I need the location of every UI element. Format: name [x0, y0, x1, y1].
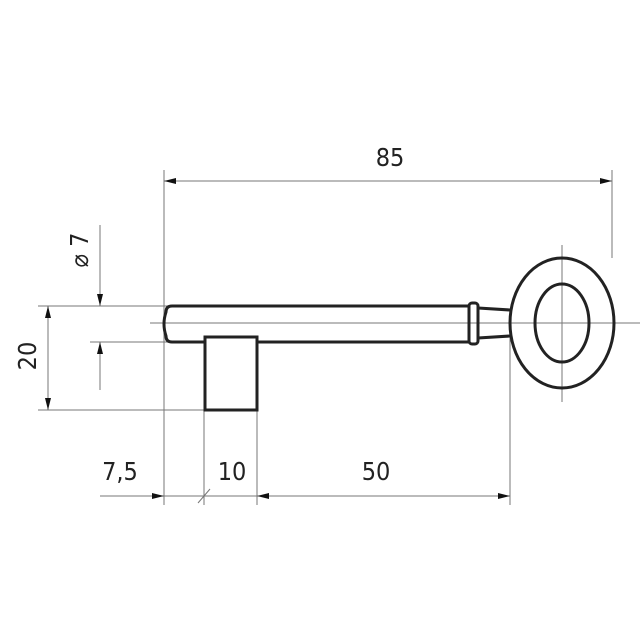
key-shaft — [162, 304, 470, 344]
dim-label-50: 50 — [362, 457, 391, 486]
key-neck — [477, 306, 511, 340]
dim-label-85: 85 — [376, 143, 405, 172]
dimension-lines — [45, 178, 612, 504]
key-collar — [467, 301, 480, 346]
key-bow-outer — [508, 256, 616, 390]
key-bit — [203, 335, 259, 412]
dim-tick-10 — [197, 488, 211, 504]
dim-label-20: 20 — [13, 342, 42, 371]
dim-label-7-5: 7,5 — [102, 457, 138, 486]
dim-label-diameter: ⌀ 7 — [65, 233, 94, 268]
extension-lines — [38, 170, 640, 505]
key-bow-inner — [533, 282, 591, 364]
dim-label-10: 10 — [218, 457, 247, 486]
key-outline — [162, 256, 616, 412]
